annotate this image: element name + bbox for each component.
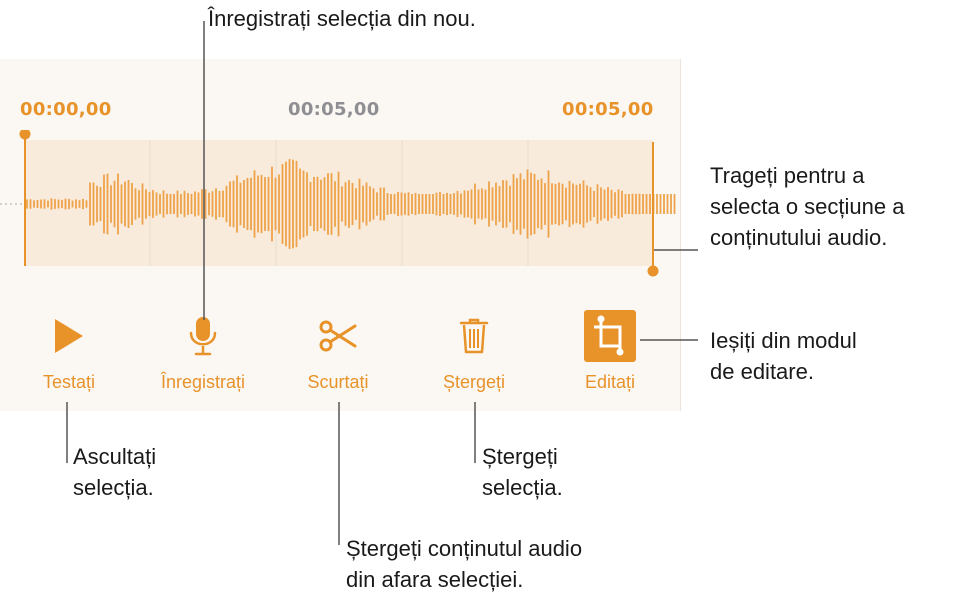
callout-exit-line1: Ieșiți din modul (710, 328, 857, 353)
callout-listen-line1: Ascultați (73, 444, 157, 469)
play-icon (9, 312, 129, 360)
trim-button-label: Scurtați (307, 372, 369, 392)
callout-record: Înregistrați selecția din nou. (208, 3, 476, 34)
callout-delete: Ștergeți selecția. (482, 441, 563, 503)
callout-exit: Ieșiți din modul de editare. (710, 325, 857, 387)
callout-delete-line1: Ștergeți (482, 444, 558, 469)
callout-drag-line3: conținutului audio. (710, 225, 888, 250)
callout-trim: Ștergeți conținutul audio din afara sele… (346, 533, 582, 595)
callout-drag-line1: Trageți pentru a (710, 163, 865, 188)
callout-delete-line2: selecția. (482, 475, 563, 500)
edit-button-label: Editați (584, 372, 636, 392)
callout-listen: Ascultați selecția. (73, 441, 156, 503)
callout-trim-line2: din afara selecției. (346, 567, 524, 592)
record-button-label: Înregistrați (160, 372, 246, 392)
test-button[interactable]: Testați (9, 312, 129, 400)
selection-start-knob[interactable] (19, 130, 31, 140)
edit-button[interactable]: Editați (550, 310, 670, 400)
waveform[interactable] (0, 130, 680, 280)
selection-end-knob[interactable] (647, 265, 659, 277)
callout-exit-line2: de editare. (710, 359, 814, 384)
time-current-label: 00:05,00 (288, 99, 380, 120)
trim-button[interactable]: Scurtați (278, 312, 398, 400)
scissors-icon (278, 312, 398, 360)
callout-drag-line2: selecta o secțiune a (710, 194, 905, 219)
test-button-label: Testați (42, 372, 96, 392)
callout-listen-line2: selecția. (73, 475, 154, 500)
delete-button-label: Ștergeți (442, 372, 506, 392)
callout-record-text: Înregistrați selecția din nou. (208, 6, 476, 31)
callout-drag: Trageți pentru a selecta o secțiune a co… (710, 160, 904, 253)
callout-trim-line1: Ștergeți conținutul audio (346, 536, 583, 561)
trash-icon (414, 312, 534, 360)
microphone-icon (143, 312, 263, 360)
record-button[interactable]: Înregistrați (143, 312, 263, 400)
crop-icon (550, 310, 670, 362)
time-start-label: 00:00,00 (20, 99, 112, 120)
time-end-label: 00:05,00 (562, 99, 654, 120)
delete-button[interactable]: Ștergeți (414, 312, 534, 400)
